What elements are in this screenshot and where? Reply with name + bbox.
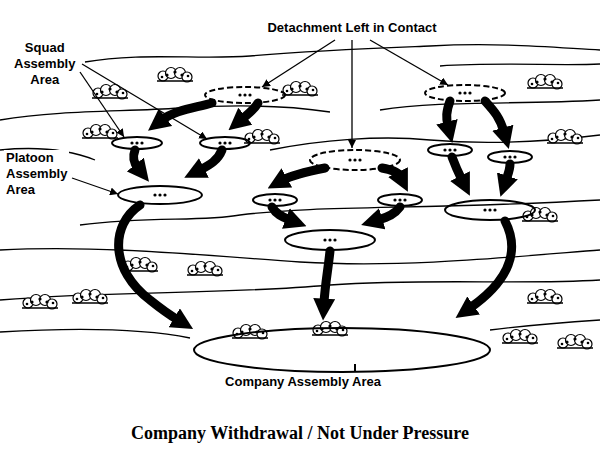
detachment-positions [205,87,285,103]
ridge-lines [440,64,600,66]
unit-dots [443,148,456,151]
callout-label: Platoon Assembly Area [4,150,69,198]
movement-arrows [382,168,400,176]
movement-arrows [506,164,510,180]
bushes [547,130,583,145]
movement-arrows [134,150,138,168]
unit-dots [268,198,281,201]
leader-lines [351,40,352,148]
bushes [82,125,118,140]
assembly-areas [118,186,202,204]
bushes [72,290,108,305]
assembly-areas [112,137,535,372]
ridge-lines [490,320,600,330]
ridge-lines [0,45,600,338]
movement-arrows [470,221,512,308]
movement-arrows [324,251,330,303]
callout-label: Detachment Left in Contact [265,20,438,36]
unit-dots [153,193,166,196]
movement-arrows [162,103,212,120]
bushes [22,68,593,350]
detachment-positions [425,85,505,101]
leader-lines [370,40,448,85]
unit-dots [458,91,471,94]
movement-arrows [447,101,450,126]
bushes [557,335,593,350]
movement-arrows [272,207,290,220]
assembly-areas [194,328,490,372]
bushes [527,290,563,305]
assembly-areas [354,364,356,371]
unit-dots [238,93,251,96]
figure-title: Company Withdrawal / Not Under Pressure [128,422,472,444]
ridge-lines [0,330,190,338]
bushes [502,330,538,345]
movement-arrows [200,150,222,170]
movement-arrows [452,157,462,180]
bushes [157,68,193,83]
unit-dots [323,238,336,241]
bushes [187,262,223,277]
bushes [527,75,563,90]
unit-dots [503,155,516,158]
movement-arrows [119,205,178,320]
callout-label: Squad Assembly Area [12,40,77,88]
unit-dots [218,141,231,144]
unit-dots [130,91,516,241]
unit-dots [483,208,496,211]
leader-lines [72,178,118,194]
leader-lines [262,40,335,87]
movement-arrows [283,168,325,180]
ridge-lines [85,45,600,62]
movement-arrows [378,207,400,220]
unit-dots [393,198,406,201]
unit-dots [348,158,361,161]
leader-lines [82,64,207,139]
movement-arrows [485,101,504,132]
detachment-positions [205,85,505,170]
area-label: Company Assembly Area [223,374,383,390]
assembly-areas [445,200,535,220]
bushes [282,82,318,97]
movement-arrows [242,103,258,119]
movement-arrows [119,101,512,320]
leader-lines [72,40,448,194]
bushes [22,295,58,310]
leader-lines [80,72,124,137]
unit-dots [130,141,143,144]
